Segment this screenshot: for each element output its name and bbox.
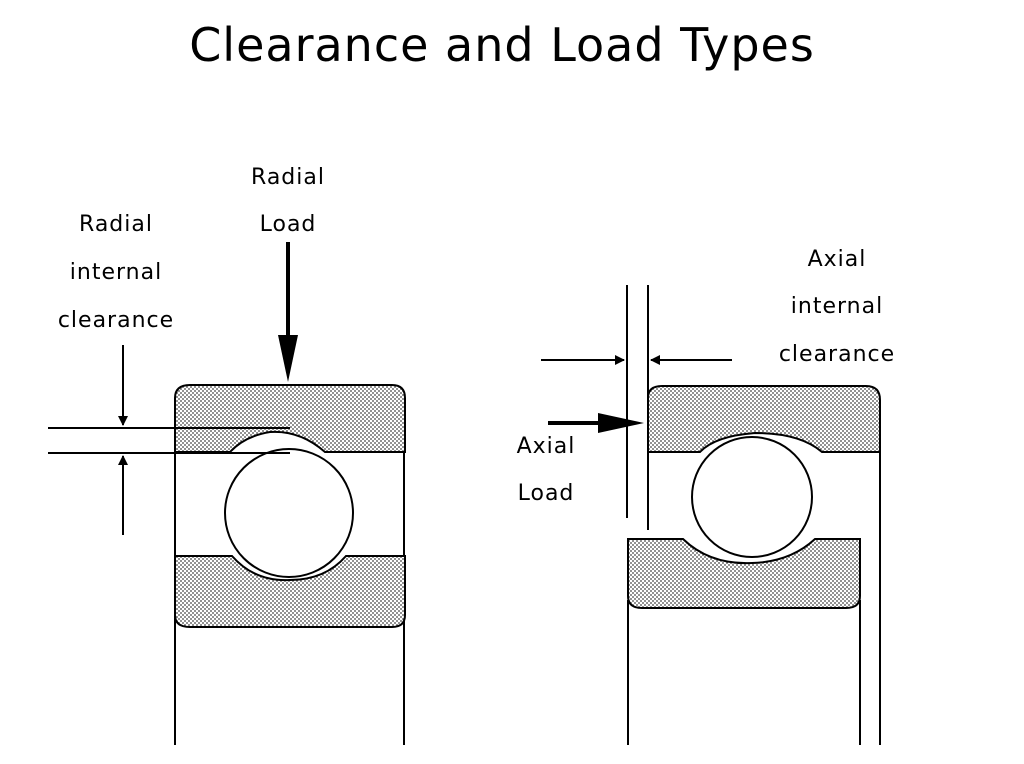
radial-clearance-label-line1: Radial (79, 212, 153, 237)
radial-load-label-line1: Radial (251, 165, 325, 190)
radial-load-label-line2: Load (260, 212, 317, 237)
inner-race (174, 555, 406, 628)
axial-clearance-label-line2: internal (791, 294, 883, 319)
axial-load-arrowhead (598, 413, 644, 433)
radial-bearing-diagram: Radial internal clearance Radial Load (48, 165, 406, 745)
radial-clearance-label-line3: clearance (58, 308, 174, 333)
radial-clearance-label-line2: internal (70, 260, 162, 285)
axial-load-label-line2: Load (518, 481, 575, 506)
page-title: Clearance and Load Types (189, 18, 815, 72)
axial-clearance-label-line1: Axial (808, 247, 867, 272)
axial-outer-race (647, 385, 881, 453)
axial-inner-race (627, 538, 861, 609)
axial-bearing-diagram: Axial internal clearance Axial Load (517, 247, 895, 745)
axial-rolling-ball (691, 436, 813, 558)
rolling-ball (224, 448, 354, 578)
radial-load-arrowhead (278, 335, 298, 382)
outer-race (174, 384, 406, 453)
axial-load-label-line1: Axial (517, 434, 576, 459)
axial-clearance-label-line3: clearance (779, 342, 895, 367)
